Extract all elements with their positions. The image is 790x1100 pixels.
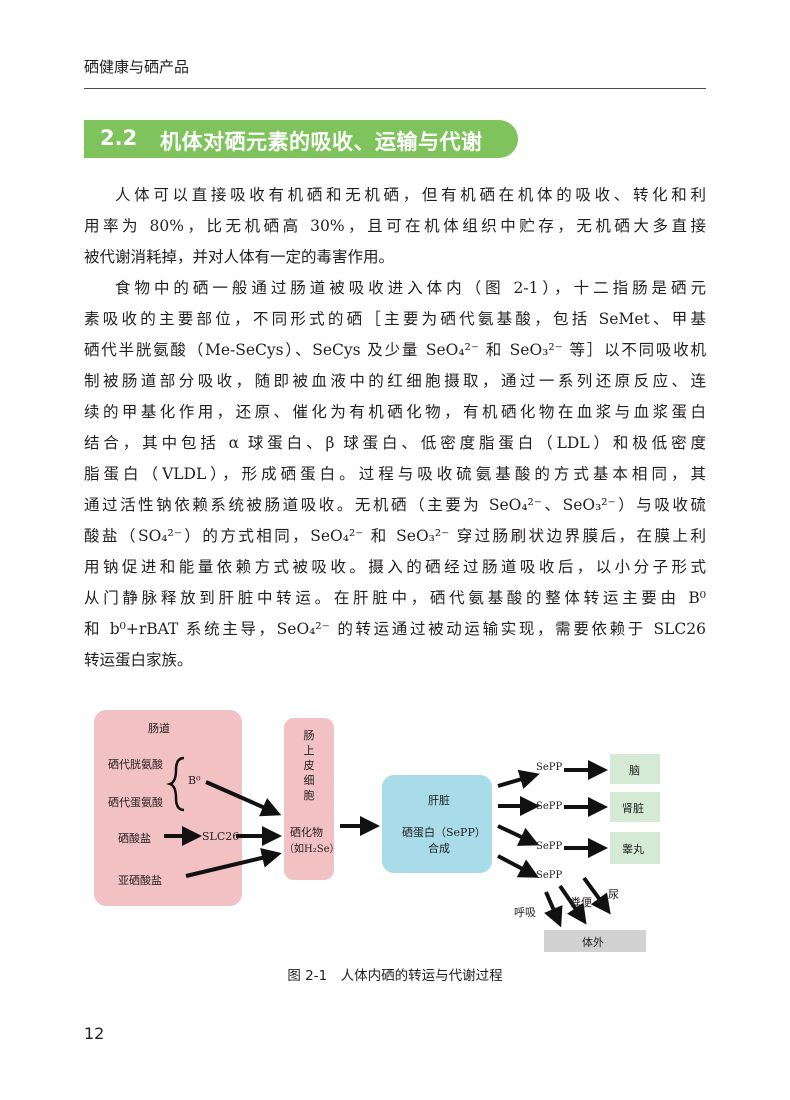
paragraph-line: 用率为 80%，比无机硒高 30%，且可在机体组织中贮存，无机硒大多直接	[84, 217, 706, 235]
paragraph-line: 硒代半胱氨酸（Me-SeCys）、SeCys 及少量 SeO₄²⁻ 和 SeO₃…	[84, 341, 706, 359]
diagram-arrows	[164, 756, 611, 928]
section-title: 机体对硒元素的吸收、运输与代谢	[160, 130, 483, 154]
arrow-breath-out	[544, 891, 563, 928]
liver-content-2: 合成	[428, 842, 450, 855]
kidney-label: 肾脏	[622, 802, 644, 815]
feces-label: 粪便	[570, 896, 592, 909]
liver-label: 肝脏	[428, 794, 450, 807]
paragraph-line: 脂蛋白（VLDL），形成硒蛋白。过程与吸收硫氨基酸的方式基本相同，其	[84, 465, 706, 483]
arrow-b0-to-epithelium	[205, 780, 282, 817]
header-rule	[84, 88, 706, 89]
body-text: 人体可以直接吸收有机硒和无机硒，但有机硒在机体的吸收、转化和利 用率为 80%，…	[84, 180, 706, 676]
arrow-urine-out	[582, 876, 611, 915]
selenocysteine-label: 硒代胱氨酸	[108, 758, 163, 771]
kidney-box	[610, 792, 660, 822]
arrow-selenite-to-epithelium	[185, 848, 282, 878]
sepp-label: SePP	[536, 762, 563, 773]
intestine-box	[94, 710, 242, 906]
paragraph-line: 酸盐（SO₄²⁻）的方式相同，SeO₄²⁻ 和 SeO₃²⁻ 穿过肠刷状边界膜后…	[84, 527, 706, 545]
testis-label: 睾丸	[622, 843, 644, 856]
selenomethionine-label: 硒代蛋氨酸	[108, 796, 163, 809]
paragraph-line: 续的甲基化作用，还原、催化为有机硒化物，有机硒化物在血浆与血浆蛋白	[84, 403, 706, 421]
intestine-label: 肠道	[148, 722, 170, 735]
paragraph-line: 转运蛋白家族。	[84, 651, 193, 669]
paragraph-line: 制被肠道部分吸收，随即被血液中的红细胞摄取，通过一系列还原反应、连	[84, 372, 706, 390]
brain-box	[610, 754, 660, 784]
sepp-label: SePP	[536, 841, 563, 852]
sepp-label: SePP	[536, 801, 563, 812]
selenium-metabolism-diagram: 肠道 硒代胱氨酸 硒代蛋氨酸 B⁰ 硒酸盐 SLC26 亚硒酸盐 肠上皮细胞 硒…	[84, 700, 684, 960]
excretion-label: 体外	[582, 936, 604, 949]
paragraph-line: 和 b⁰+rBAT 系统主导，SeO₄²⁻ 的转运通过被动运输实现，需要依赖于 …	[84, 620, 706, 638]
paragraph-line: 食物中的硒一般通过肠道被吸收进入体内（图 2-1），十二指肠是硒元	[115, 279, 706, 297]
paragraph-line: 通过活性钠依赖系统被肠道吸收。无机硒（主要为 SeO₄²⁻、SeO₃²⁻）与吸收…	[84, 496, 706, 514]
arrow-feces-out	[558, 884, 587, 925]
brain-label: 脑	[629, 764, 640, 777]
arrow-liver-to-sepp-1	[497, 769, 540, 789]
selenate-label: 硒酸盐	[118, 832, 151, 845]
liver-box	[382, 775, 492, 873]
epithelium-label: 肠上皮细胞	[303, 729, 315, 802]
arrow-liver-to-sepp-4	[497, 854, 540, 878]
paragraph-line: 从门静脉释放到肝脏中转运。在肝脏中，硒代氨基酸的整体转运主要由 B⁰	[84, 589, 706, 607]
liver-content-1: 硒蛋白（SePP）	[402, 826, 486, 839]
urine-label: 尿	[608, 888, 619, 901]
selenite-label: 亚硒酸盐	[118, 874, 162, 887]
paragraph-line: 人体可以直接吸收有机硒和无机硒，但有机硒在机体的吸收、转化和利	[115, 186, 706, 204]
paragraph-line: 结合，其中包括 α 球蛋白、β 球蛋白、低密度脂蛋白（LDL）和极低密度	[84, 434, 706, 452]
b0-label: B⁰	[188, 774, 201, 787]
running-header: 硒健康与硒产品	[84, 58, 190, 76]
paragraph-line: 素吸收的主要部位，不同形式的硒［主要为硒代氨基酸，包括 SeMet、甲基	[84, 310, 706, 328]
page-number: 12	[84, 1024, 105, 1043]
paragraph-line: 用钠促进和能量依赖方式被吸收。摄入的硒经过肠道吸收后，以小分子形式	[84, 558, 706, 576]
section-number: 2.2	[100, 126, 138, 150]
b0-brace	[166, 756, 185, 812]
slc26-label: SLC26	[202, 830, 240, 843]
breath-label: 呼吸	[514, 906, 536, 919]
section-banner	[84, 120, 518, 158]
paragraph-line: 被代谢消耗掉，并对人体有一定的毒害作用。	[84, 248, 395, 266]
selenide-label: 硒化物	[290, 826, 323, 839]
sepp-label: SePP	[536, 870, 563, 881]
excretion-box	[544, 930, 646, 952]
epithelium-box	[284, 718, 334, 880]
selenide-example-label: （如H₂Se）	[284, 844, 340, 855]
arrow-liver-to-sepp-3	[497, 824, 540, 846]
figure-caption: 图 2-1 人体内硒的转运与代谢过程	[287, 968, 503, 984]
testis-box	[610, 832, 660, 864]
